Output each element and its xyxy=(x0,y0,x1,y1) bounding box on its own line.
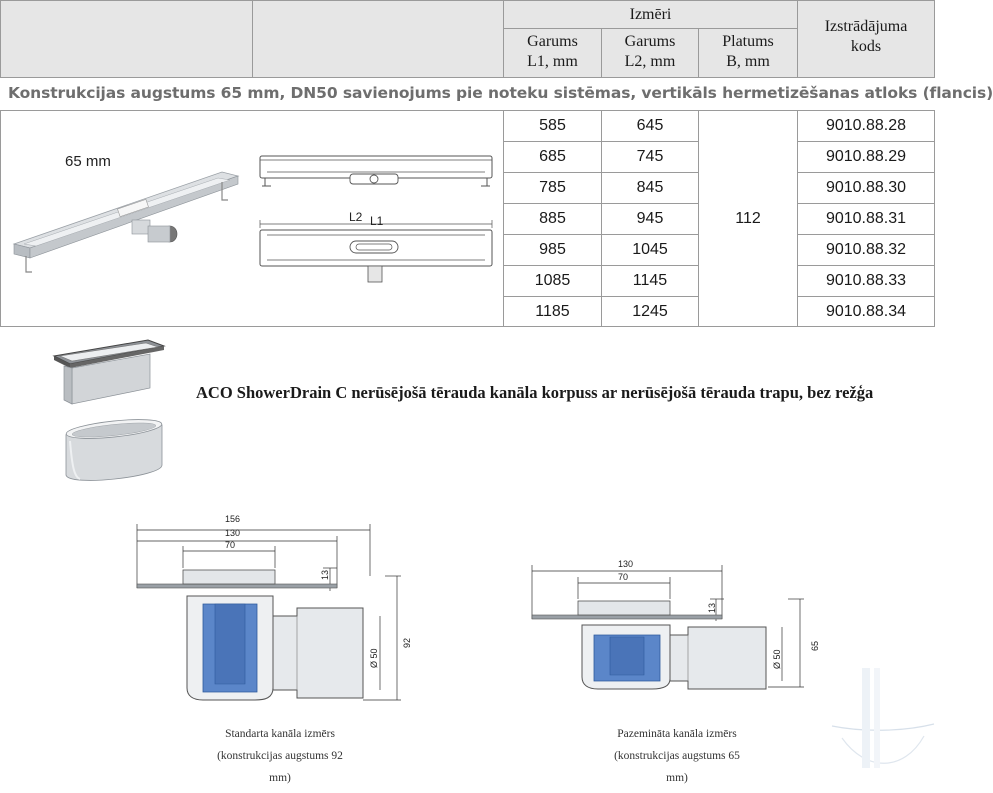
dimensions-group-header: Izmēri xyxy=(629,6,672,23)
cell-code: 9010.88.29 xyxy=(825,148,907,165)
dim-130: 130 xyxy=(225,528,240,538)
dim-156: 156 xyxy=(225,514,240,524)
dim-65: 65 xyxy=(810,641,820,651)
cell-l1: 785 xyxy=(539,179,566,196)
trap-insert-image xyxy=(65,419,163,481)
table-header-background xyxy=(0,0,935,78)
dim-130: 130 xyxy=(618,559,633,569)
label-l2: L2 xyxy=(349,210,363,224)
reduced-caption: Pazemināta kanāla izmērs (konstrukcijas … xyxy=(614,728,740,784)
dim-diameter-50: Ø 50 xyxy=(772,649,782,669)
cell-l2: 1145 xyxy=(632,272,668,289)
cell-l2: 845 xyxy=(636,179,664,196)
dim-13: 13 xyxy=(320,570,330,580)
height-label: 65 mm xyxy=(65,153,111,170)
standard-caption: Standarta kanāla izmērs (konstrukcijas a… xyxy=(217,728,343,784)
channel-product-image xyxy=(12,171,240,273)
cell-code: 9010.88.34 xyxy=(825,303,907,320)
cell-l1: 1185 xyxy=(535,303,570,320)
cell-l1: 985 xyxy=(539,241,566,258)
cell-code: 9010.88.31 xyxy=(825,210,907,227)
cell-l2: 745 xyxy=(636,148,664,165)
label-l1: L1 xyxy=(370,214,384,228)
cell-l2: 1245 xyxy=(632,303,668,320)
cell-l2: 945 xyxy=(636,210,664,227)
cell-code: 9010.88.33 xyxy=(825,272,907,289)
cell-code: 9010.88.30 xyxy=(825,179,907,196)
dim-diameter-50: Ø 50 xyxy=(369,648,379,668)
cell-l1: 585 xyxy=(539,117,566,134)
cell-code: 9010.88.32 xyxy=(825,241,907,258)
dim-13: 13 xyxy=(707,603,717,613)
product-title: ACO ShowerDrain C nerūsējošā tērauda kan… xyxy=(196,383,874,402)
cell-l2: 645 xyxy=(636,117,664,134)
cell-l1: 1085 xyxy=(534,272,571,289)
cell-l1: 685 xyxy=(539,148,566,165)
cell-code: 9010.88.28 xyxy=(825,117,907,134)
cell-l2: 1045 xyxy=(632,241,668,258)
watermark-logo xyxy=(831,668,935,768)
dim-92: 92 xyxy=(402,638,412,648)
trap-body-image xyxy=(52,339,166,405)
table-subtitle: Konstrukcijas augstums 65 mm, DN50 savie… xyxy=(8,84,993,102)
cell-l1: 885 xyxy=(539,210,566,227)
standard-channel-drawing: 156 130 70 13 92 Ø 50 xyxy=(136,514,412,701)
dim-70: 70 xyxy=(225,540,235,550)
cell-width-merged: 112 xyxy=(735,210,761,227)
dim-70: 70 xyxy=(618,572,628,582)
channel-technical-drawing: L2 L1 xyxy=(259,155,493,283)
reduced-channel-drawing: 130 70 13 65 Ø 50 xyxy=(531,559,820,690)
